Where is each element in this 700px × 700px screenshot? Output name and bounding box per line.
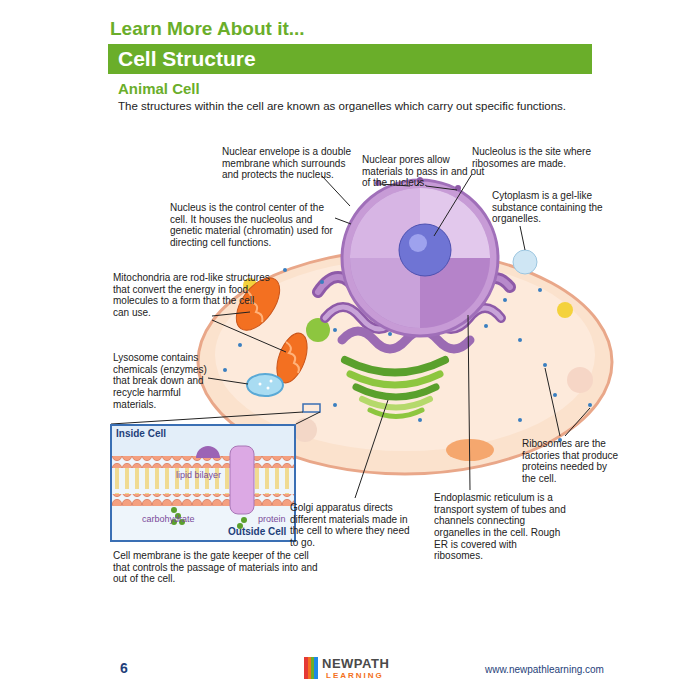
membrane-part (196, 446, 220, 458)
page-number: 6 (120, 660, 128, 676)
vesicle (293, 418, 317, 442)
callout-text: Mitochondria are rod-like structures tha… (113, 272, 273, 319)
callout-text: Ribosomes are the factories that produce… (522, 438, 622, 485)
part-name: lipid bilayer (176, 470, 221, 481)
part-name: carbohydrate (142, 514, 195, 525)
band-title: Cell Structure (118, 47, 256, 72)
inset-heading: Outside Cell (228, 526, 286, 538)
membrane-part (241, 517, 247, 523)
nucleus (342, 177, 498, 336)
callout-text: Lysosome contains chemicals (enzymes) th… (113, 352, 209, 410)
callout-text: Cytoplasm is a gel-like substance contai… (492, 190, 610, 225)
callout-text: Nuclear pores allow materials to pass in… (362, 154, 490, 189)
zoom-marker (303, 404, 320, 412)
callout-text: Nuclear envelope is a double membrane wh… (222, 146, 354, 181)
logo-mark (304, 657, 318, 679)
section-heading: Animal Cell (118, 80, 200, 98)
page-heading: Learn More About it... (110, 18, 305, 40)
callout-text: Nucleolus is the site where ribosomes ar… (472, 146, 600, 169)
membrane-part (230, 446, 254, 514)
golgi-apparatus (345, 360, 445, 417)
vesicle (557, 302, 573, 318)
callout-text: Golgi apparatus directs different materi… (290, 502, 420, 549)
membrane-inset: Inside Cell lipid bilayer carbohydrate prot… (110, 424, 296, 542)
inset-heading: Inside Cell (116, 428, 166, 440)
vesicle (567, 367, 593, 393)
intro-text: The structures within the cell are known… (118, 100, 598, 113)
membrane-part (112, 494, 294, 506)
page-url: www.newpathlearning.com (485, 664, 604, 676)
logo-text: LEARNING (326, 671, 384, 680)
title-band: Cell Structure (108, 44, 592, 74)
vesicle (513, 250, 537, 274)
callout-text: Nucleus is the control center of the cel… (170, 202, 338, 249)
logo-text: NEWPATH (322, 656, 389, 671)
cytoplasm-area (215, 259, 595, 451)
membrane-part (171, 507, 177, 513)
part-name: protein (258, 514, 286, 525)
callout-text: Endoplasmic reticulum is a transport sys… (434, 492, 566, 562)
callout-text: Cell membrane is the gate keeper of the … (113, 550, 318, 585)
lysosome (247, 374, 283, 396)
membrane-part (112, 468, 294, 494)
